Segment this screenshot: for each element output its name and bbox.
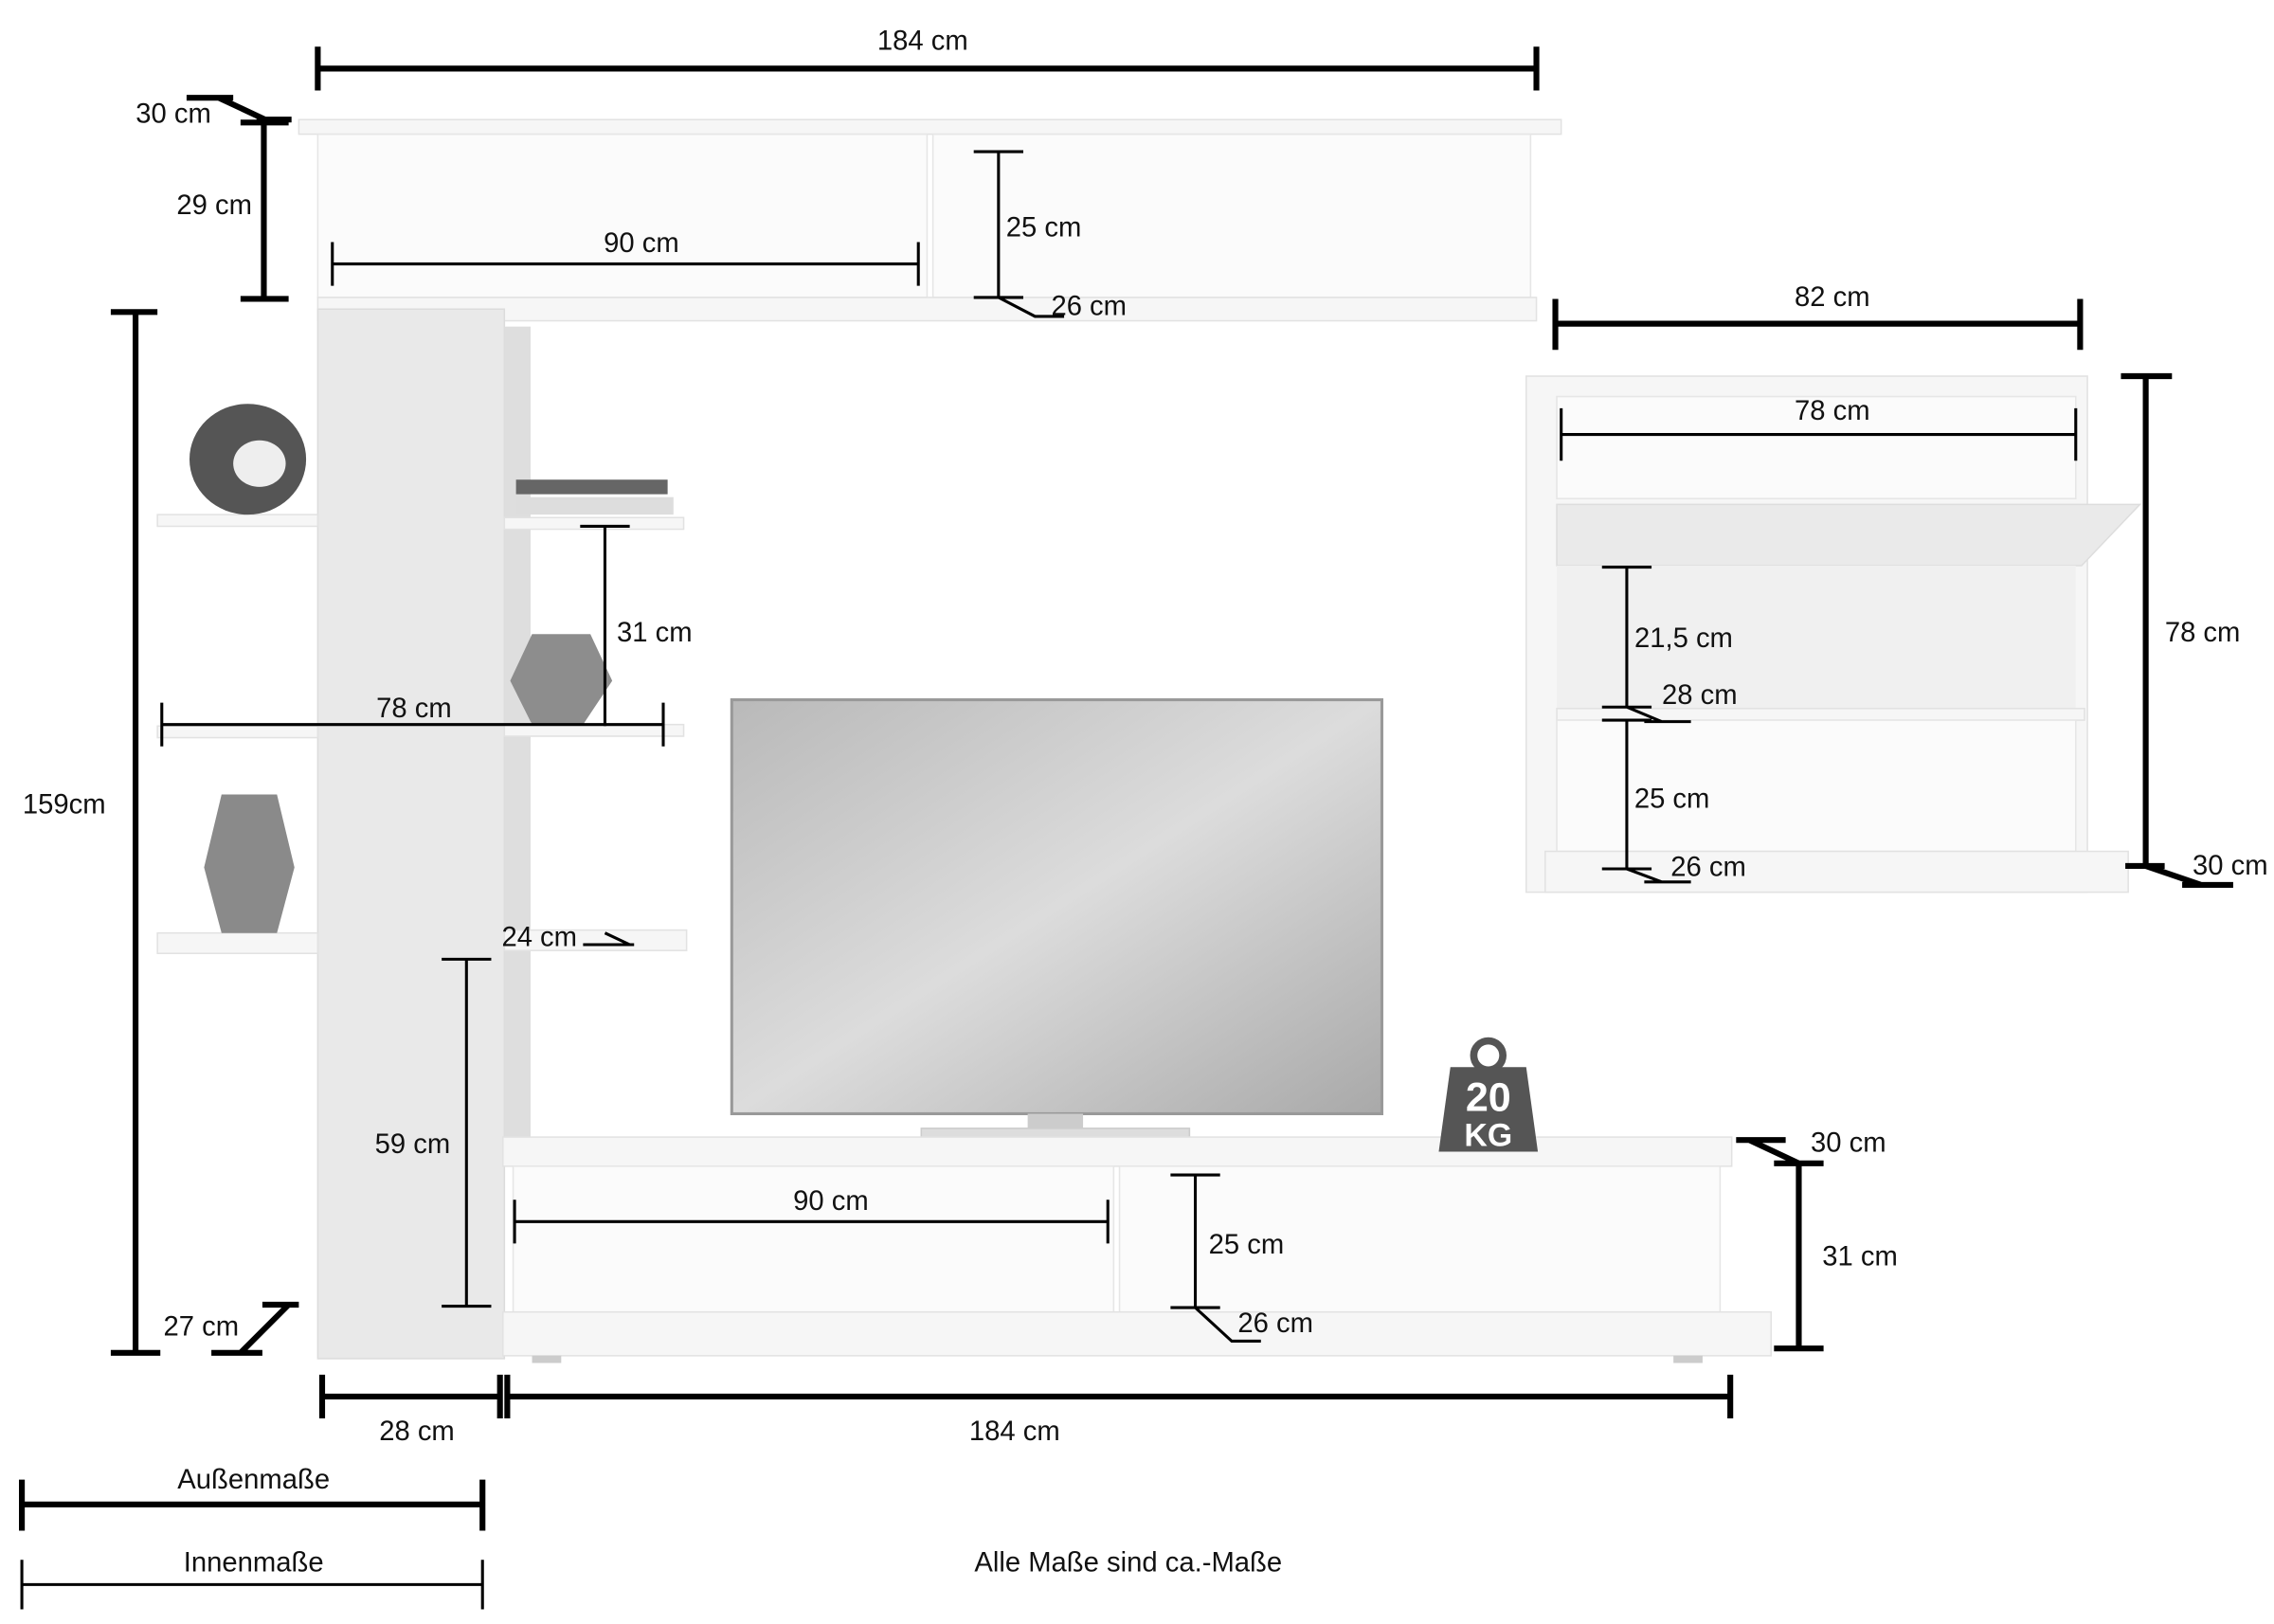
weight-unit: KG [1464,1117,1512,1153]
dim-top-inner-depth: 26 cm [1051,291,1127,321]
tower-unit [156,308,688,1360]
dim-hang-depth: 30 cm [2193,851,2268,881]
dim-hang-width: 82 cm [1795,282,1870,313]
dim-low-inner-height: 25 cm [1209,1230,1285,1260]
dim-low-inner-depth: 26 cm [1237,1308,1313,1339]
dim-top-height: 29 cm [176,190,252,221]
dim-hang-inner-bottom-height: 25 cm [1634,784,1710,814]
dim-tower-height: 159cm [23,790,106,821]
top-wall-cabinet [298,118,1562,322]
weight-value: 20 [1466,1074,1511,1120]
dim-hang-height: 78 cm [2165,618,2241,648]
dimension-lines [19,46,2233,1610]
dim-tower-depth: 27 cm [164,1311,240,1342]
dim-hang-inner-top-depth: 28 cm [1662,680,1738,711]
weight-icon: 20 KG [1438,1037,1539,1153]
dim-top-width: 184 cm [877,26,968,56]
hanging-cabinet [1525,375,2142,893]
lowboard [502,1136,1772,1363]
dim-low-height: 31 cm [1822,1241,1898,1272]
dim-shelf-width: 78 cm [376,694,452,724]
dim-shelf-spacing: 31 cm [617,618,693,648]
tv [730,698,1383,1150]
dim-low-width: 184 cm [969,1416,1060,1447]
dim-top-inner-width: 90 cm [604,228,679,259]
dim-shelf-depth: 24 cm [501,923,577,953]
dim-tower-width: 28 cm [379,1416,455,1447]
legend-inner: Innenmaße [184,1548,324,1579]
dimension-labels: 184 cm 30 cm 29 cm 90 cm 25 cm 26 cm 82 … [23,26,2268,1578]
dim-hang-inner-width: 78 cm [1795,396,1870,426]
dim-top-inner-height: 25 cm [1006,212,1082,243]
dim-hang-inner-top-height: 21,5 cm [1634,623,1733,654]
dim-hang-inner-bottom-depth: 26 cm [1670,853,1746,883]
dim-low-inner-width: 90 cm [793,1186,869,1217]
legend-outer: Außenmaße [177,1465,330,1495]
dim-top-depth: 30 cm [135,99,211,129]
footnote: Alle Maße sind ca.-Maße [974,1548,1282,1579]
dim-tower-lower-height: 59 cm [375,1129,451,1160]
dim-low-depth: 30 cm [1811,1128,1886,1158]
